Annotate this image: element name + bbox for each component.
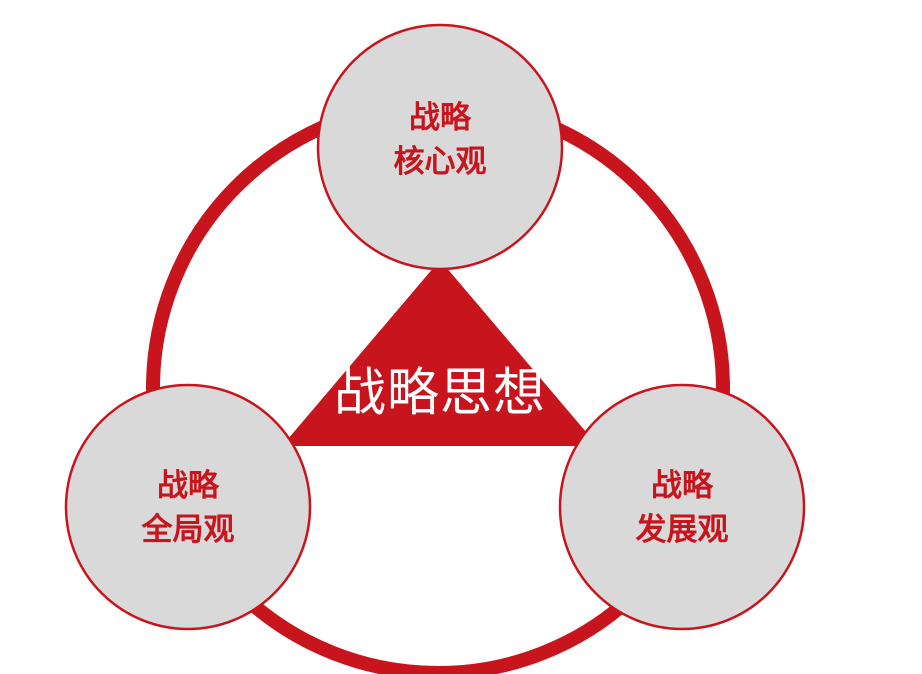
node-core-line1: 战略 — [409, 100, 471, 136]
node-core-circle — [316, 23, 564, 271]
node-core-line2: 核心观 — [393, 144, 487, 180]
node-development-line2: 发展观 — [635, 512, 729, 548]
node-development-line1: 战略 — [651, 468, 713, 504]
node-development-label: 战略 发展观 — [562, 464, 802, 552]
node-global-circle — [64, 383, 312, 631]
node-global-line1: 战略 — [157, 468, 219, 504]
center-triangle — [282, 260, 598, 446]
node-development-circle — [558, 383, 806, 631]
center-label: 战略思想 — [333, 363, 547, 424]
node-global-label: 战略 全局观 — [68, 464, 308, 552]
node-core-label: 战略 核心观 — [320, 96, 560, 184]
node-global-line2: 全局观 — [141, 512, 235, 548]
